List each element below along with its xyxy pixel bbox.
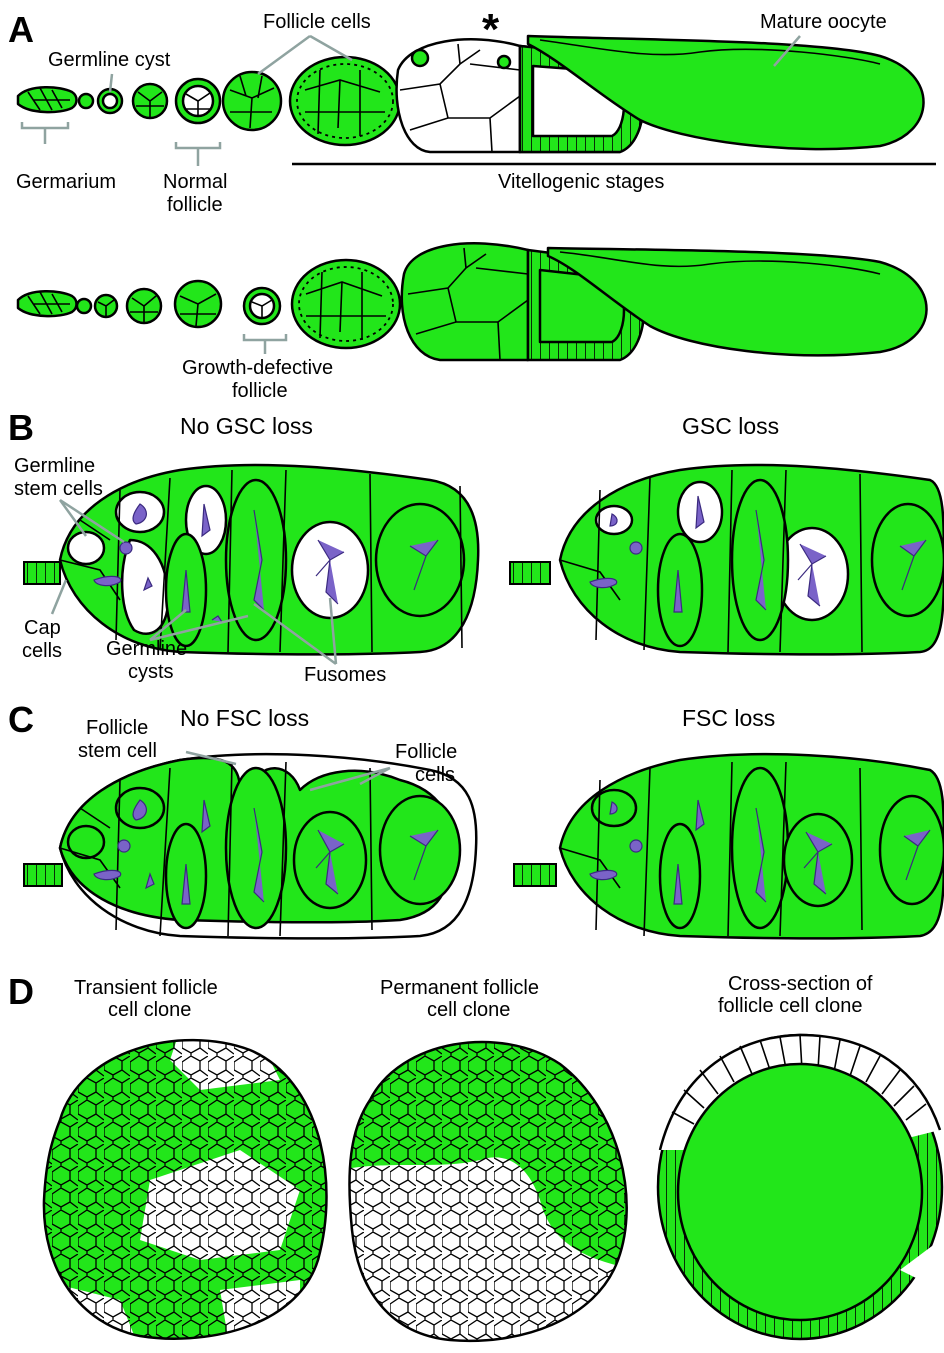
label-gsc-2: stem cells [14, 478, 103, 500]
label-cysts-1: Germline [106, 638, 187, 660]
early-cyst [79, 94, 93, 108]
title-permanent-1: Permanent follicle [380, 977, 539, 999]
label-cap-2: cells [22, 640, 62, 662]
panel-letter-c: C [8, 699, 34, 740]
title-fsc-loss: FSC loss [682, 705, 775, 731]
title-permanent-2: cell clone [427, 999, 510, 1021]
ovariole-defective [18, 243, 927, 360]
asterisk-marker: * [482, 5, 500, 54]
label-vitellogenic: Vitellogenic stages [498, 171, 664, 193]
follicle-stage-7 [290, 57, 400, 145]
label-fc-1: Follicle [395, 741, 457, 763]
label-normal-1: Normal [163, 171, 227, 193]
title-cross-1: Cross-section of [728, 973, 873, 995]
title-transient-2: cell clone [108, 999, 191, 1021]
label-gsc-1: Germline [14, 455, 95, 477]
label-fusomes: Fusomes [304, 664, 386, 686]
cross-section-oocyte [678, 1064, 922, 1320]
panel-c: C No FSC loss FSC loss Follicle stem cel [8, 699, 944, 938]
label-normal-2: follicle [167, 194, 223, 216]
panel-letter-d: D [8, 971, 34, 1012]
cross-section-clone [658, 1035, 942, 1339]
panel-letter-a: A [8, 9, 34, 50]
label-fc-2: cells [415, 764, 455, 786]
title-no-fsc-loss: No FSC loss [180, 705, 309, 731]
title-cross-2: follicle cell clone [718, 995, 863, 1017]
label-cap-1: Cap [24, 617, 61, 639]
label-growth-defective-1: Growth-defective [182, 357, 333, 379]
permanent-clone [340, 1020, 640, 1350]
germarium-no-fsc-loss [24, 754, 476, 938]
label-mature-oocyte: Mature oocyte [760, 11, 887, 33]
title-no-gsc-loss: No GSC loss [180, 413, 313, 439]
label-germline-cyst: Germline cyst [48, 49, 171, 71]
transient-clone [40, 1020, 340, 1350]
panel-b: B No GSC loss GSC loss [8, 407, 944, 686]
label-germarium: Germarium [16, 171, 116, 193]
title-transient-1: Transient follicle [74, 977, 218, 999]
label-fsc-1: Follicle [86, 717, 148, 739]
label-fsc-2: stem cell [78, 740, 157, 762]
title-gsc-loss: GSC loss [682, 413, 779, 439]
germarium-fsc-loss [514, 754, 944, 938]
label-growth-defective-2: follicle [232, 380, 288, 402]
panel-letter-b: B [8, 407, 34, 448]
panel-d: D Transient follicle cell clone Permanen… [8, 971, 942, 1350]
label-follicle-cells: Follicle cells [263, 11, 371, 33]
label-cysts-2: cysts [128, 661, 174, 683]
germarium-gsc-loss [510, 465, 944, 654]
panel-a: A * [8, 5, 936, 402]
